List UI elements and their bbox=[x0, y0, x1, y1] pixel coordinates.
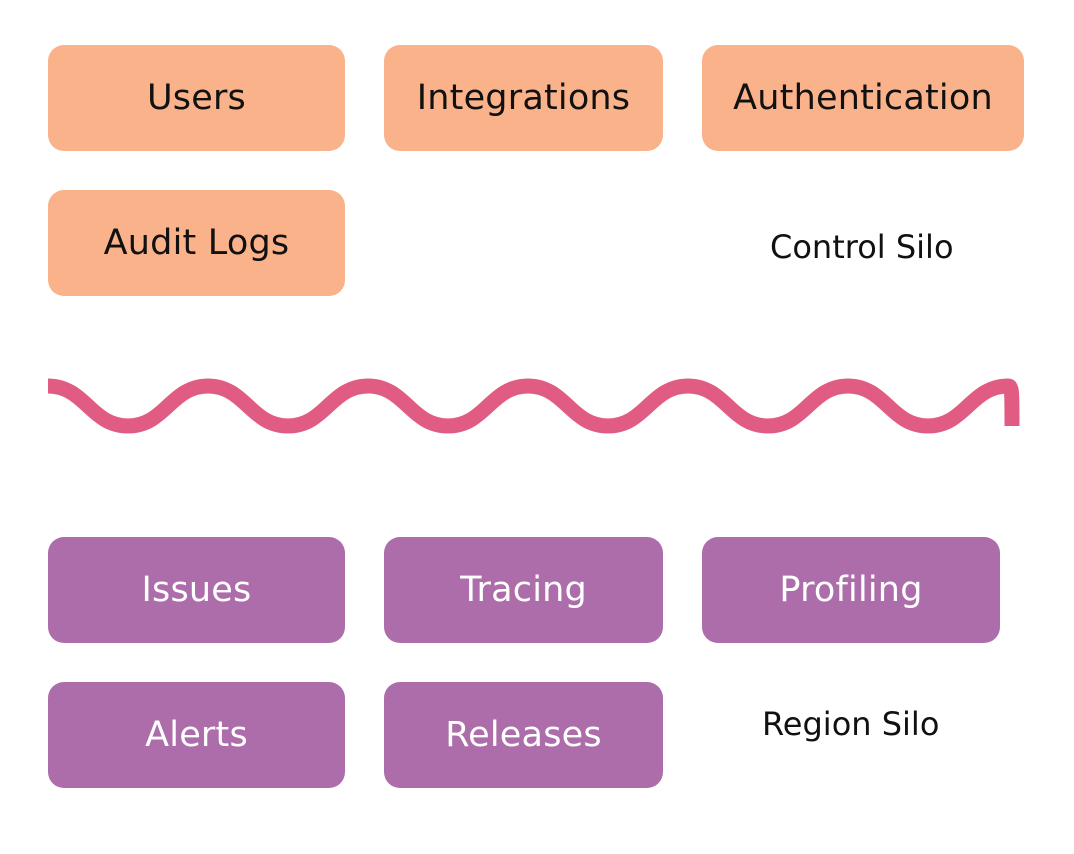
control-silo-label: Control Silo bbox=[770, 228, 954, 266]
region-service-issues: Issues bbox=[48, 537, 345, 643]
region-service-tracing: Tracing bbox=[384, 537, 663, 643]
control-service-users: Users bbox=[48, 45, 345, 151]
control-service-audit-logs: Audit Logs bbox=[48, 190, 345, 296]
region-service-releases: Releases bbox=[384, 682, 663, 788]
region-service-profiling: Profiling bbox=[702, 537, 1000, 643]
control-service-authentication: Authentication bbox=[702, 45, 1024, 151]
region-silo-label: Region Silo bbox=[762, 705, 940, 743]
control-service-integrations: Integrations bbox=[384, 45, 663, 151]
region-service-alerts: Alerts bbox=[48, 682, 345, 788]
